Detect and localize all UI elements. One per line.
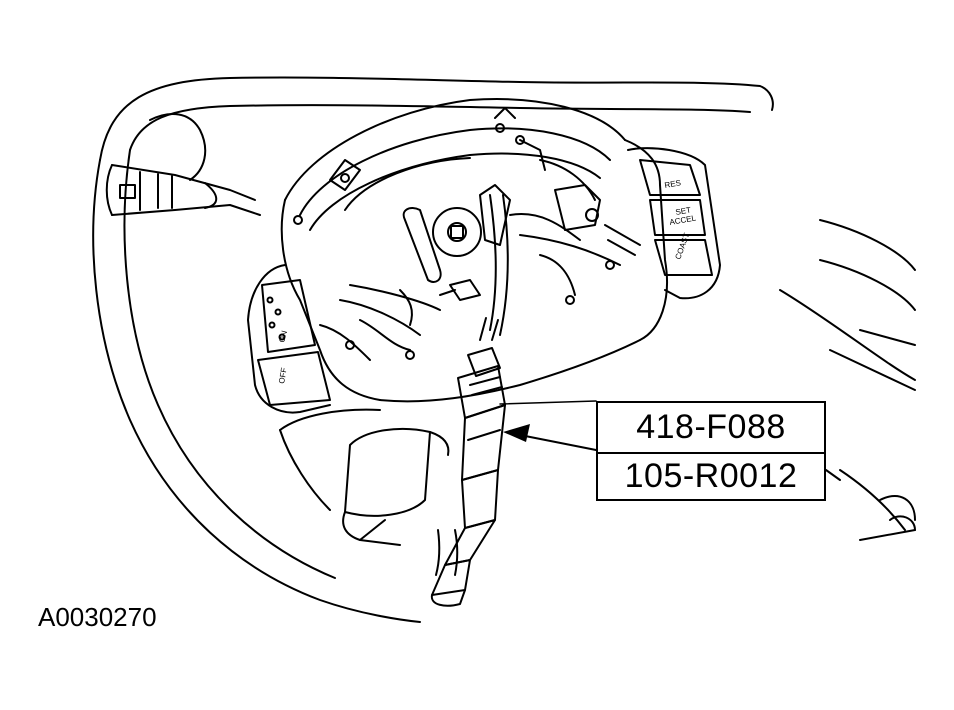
steering-wheel-rim bbox=[92, 76, 774, 623]
tool-number-callout: 418-F088 105-R0012 bbox=[596, 401, 826, 501]
screws bbox=[293, 123, 615, 360]
wiring-harness bbox=[319, 184, 641, 361]
on-button-label: ON bbox=[277, 329, 289, 343]
off-button-label: OFF bbox=[277, 367, 289, 384]
callout-arrowhead bbox=[503, 424, 530, 442]
airbag-module-housing bbox=[280, 98, 669, 403]
left-cruise-switch-pad bbox=[247, 264, 331, 414]
tool-sleeve bbox=[342, 427, 450, 546]
figure-id-label: A0030270 bbox=[38, 602, 157, 632]
center-bolt bbox=[432, 207, 482, 257]
tool-number-primary: 418-F088 bbox=[598, 403, 824, 454]
set-accel-label-line1: SET bbox=[675, 205, 692, 217]
right-cruise-switch-pad bbox=[627, 147, 721, 300]
right-rim-section bbox=[779, 219, 916, 541]
tool-adapter bbox=[430, 317, 506, 607]
tool-number-secondary: 105-R0012 bbox=[624, 457, 798, 495]
hub-slot bbox=[402, 207, 442, 283]
res-button-label: RES bbox=[664, 178, 682, 190]
turn-signal-stalk bbox=[105, 164, 261, 216]
lower-hub-cover bbox=[279, 408, 381, 511]
set-accel-label-line2: ACCEL bbox=[669, 213, 697, 227]
